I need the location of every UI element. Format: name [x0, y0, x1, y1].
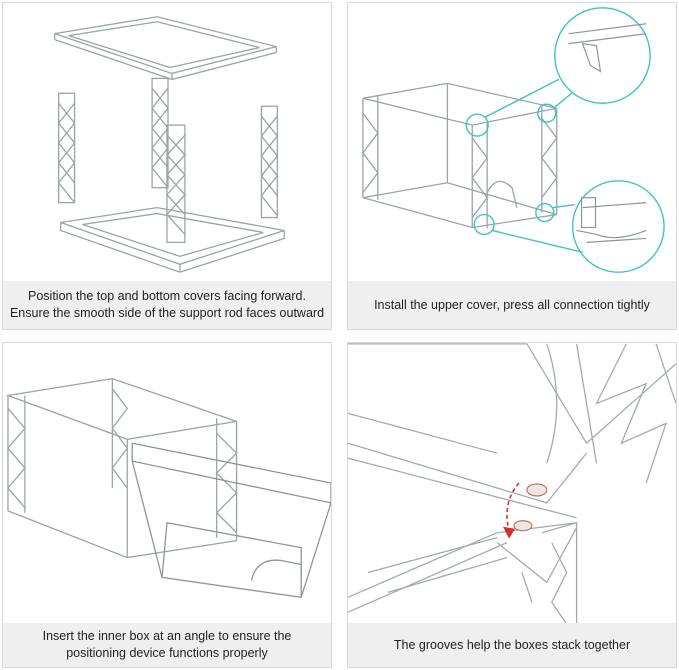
- install-cover-illustration: [362, 7, 665, 273]
- step-4-panel: The grooves help the boxes stack togethe…: [347, 342, 677, 668]
- support-rod-front: [166, 124, 186, 244]
- step-1-caption: Position the top and bottom covers facin…: [3, 281, 331, 329]
- magnified-latch-circle: [554, 7, 651, 104]
- step-3-caption: Insert the inner box at an angle to ensu…: [3, 623, 331, 667]
- stacking-arrow: [506, 482, 520, 531]
- groove-peg-lower: [513, 520, 533, 532]
- step-2-caption: Install the upper cover, press all conne…: [348, 281, 676, 329]
- step-2-panel: Install the upper cover, press all conne…: [347, 2, 677, 330]
- caption-line: Ensure the smooth side of the support ro…: [9, 306, 325, 320]
- groove-peg-upper: [526, 483, 548, 497]
- top-cover: [54, 16, 277, 75]
- support-rod-left: [58, 92, 76, 204]
- detail-marker-top: [465, 113, 489, 137]
- magnified-groove-circle: [571, 180, 665, 273]
- exploded-frame-illustration: [54, 16, 285, 273]
- step-4-caption: The grooves help the boxes stack togethe…: [348, 623, 676, 667]
- step-1-panel: Position the top and bottom covers facin…: [2, 2, 332, 330]
- insert-inner-box-illustration: [5, 377, 331, 599]
- support-rod-right: [260, 105, 278, 219]
- support-rod-back: [151, 77, 169, 189]
- caption-line: positioning device functions properly: [66, 646, 268, 660]
- stacking-grooves-illustration: [348, 343, 676, 625]
- step-3-panel: Insert the inner box at an angle to ensu…: [2, 342, 332, 668]
- inner-box-lid: [131, 442, 331, 504]
- caption-line: Position the top and bottom covers facin…: [28, 289, 306, 303]
- frame-top: [5, 377, 237, 440]
- upper-cover: [362, 82, 557, 126]
- caption-line: The grooves help the boxes stack togethe…: [393, 637, 631, 652]
- caption-line: Install the upper cover, press all conne…: [374, 297, 650, 312]
- caption-line: Insert the inner box at an angle to ensu…: [42, 629, 292, 643]
- detail-marker-bottom: [473, 213, 495, 236]
